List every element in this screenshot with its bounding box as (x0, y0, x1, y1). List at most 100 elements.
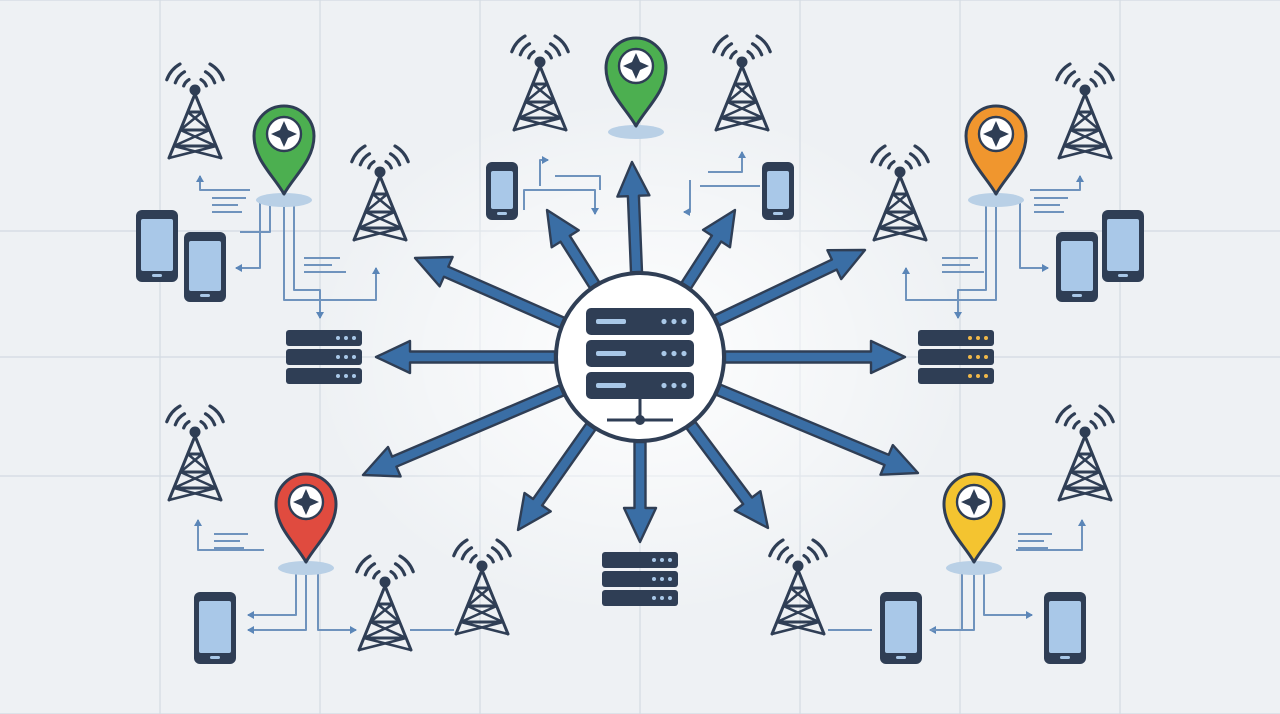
server-led (984, 336, 988, 340)
arrow-icon (715, 383, 920, 476)
smartphone-icon (880, 592, 922, 664)
cell-tower-icon (165, 404, 225, 502)
server-led (968, 336, 972, 340)
connection-line (247, 570, 297, 619)
signal-wave (729, 50, 738, 60)
server-led (671, 350, 677, 357)
signal-wave (495, 538, 512, 558)
server-unit (602, 571, 678, 587)
server-led (984, 355, 988, 359)
server-led (652, 577, 656, 581)
server-led (652, 596, 656, 600)
cell-tower-icon (768, 538, 828, 636)
cell-tower-icon (870, 144, 930, 242)
signal-wave (208, 404, 225, 424)
signal-wave (182, 420, 191, 430)
arrow-icon (622, 440, 658, 544)
phone-screen (1049, 601, 1081, 653)
phone-button (1118, 274, 1128, 277)
signal-wave (1093, 70, 1107, 85)
server-led (660, 596, 664, 600)
phone-screen (1107, 219, 1139, 271)
connection-line (555, 175, 601, 190)
connection-line (1016, 519, 1086, 551)
signal-wave (518, 42, 532, 57)
signal-wave (720, 42, 734, 57)
smartphones (136, 162, 1144, 664)
server-unit (586, 308, 694, 335)
location-pin-green-top (604, 36, 668, 139)
connection-line (523, 189, 599, 215)
connection-line (1019, 200, 1049, 272)
signal-wave (393, 144, 410, 164)
connection-line (240, 205, 271, 233)
server-led (344, 355, 348, 359)
server-led (668, 577, 672, 581)
connection-line (196, 175, 250, 191)
connection-line (1030, 175, 1084, 191)
location-pins (252, 36, 1028, 575)
signal-wave (350, 144, 367, 164)
signal-wave (173, 70, 187, 85)
connection-line (317, 570, 357, 634)
signal-wave (746, 50, 755, 60)
signal-wave (460, 546, 474, 561)
signal-wave (712, 34, 729, 54)
server-unit (586, 340, 694, 367)
phone-screen (141, 219, 173, 271)
compass-star-icon (983, 121, 1009, 147)
phone-button (773, 212, 783, 215)
server-unit (918, 349, 994, 365)
central-server-icon (554, 271, 726, 443)
signal-wave (544, 50, 553, 60)
server-slot (596, 351, 626, 356)
signal-wave (1072, 420, 1081, 430)
smartphone-icon (1044, 592, 1086, 664)
server-led (352, 336, 356, 340)
signal-wave (768, 538, 785, 558)
signal-wave (908, 152, 922, 167)
server-led (652, 558, 656, 562)
phone-button (152, 274, 162, 277)
arrow-icon (723, 339, 907, 375)
server-led (344, 336, 348, 340)
signal-wave (878, 152, 892, 167)
signal-wave (398, 554, 415, 574)
signal-wave (755, 34, 772, 54)
phone-button (210, 656, 220, 659)
phone-button (1072, 294, 1082, 297)
signal-wave (1093, 412, 1107, 427)
phone-screen (767, 171, 789, 209)
server-led (660, 558, 664, 562)
signal-wave (384, 160, 393, 170)
signal-wave (1072, 78, 1081, 88)
server-led (660, 577, 664, 581)
phone-button (497, 212, 507, 215)
server-led (976, 336, 980, 340)
compass-star-icon (293, 489, 319, 515)
server-led (336, 355, 340, 359)
server-unit (918, 330, 994, 346)
connection-line (929, 570, 975, 634)
signal-wave (165, 404, 182, 424)
connection-line (283, 205, 380, 301)
signal-wave (367, 160, 376, 170)
signal-wave (1063, 412, 1077, 427)
server-unit (586, 372, 694, 399)
signal-wave (452, 538, 469, 558)
signal-wave (393, 562, 407, 577)
connection-line (708, 151, 746, 173)
server-racks (286, 330, 994, 606)
server-led (344, 374, 348, 378)
connection-line (247, 570, 307, 634)
cell-tower-icon (350, 144, 410, 242)
connection-line (930, 570, 963, 631)
server-led (668, 596, 672, 600)
server-rack-icon (602, 552, 678, 606)
server-unit (918, 368, 994, 384)
signal-wave (203, 412, 217, 427)
signal-wave (1055, 62, 1072, 82)
cell-tower-icon (452, 538, 512, 636)
signal-wave (469, 554, 478, 564)
signal-wave (388, 152, 402, 167)
